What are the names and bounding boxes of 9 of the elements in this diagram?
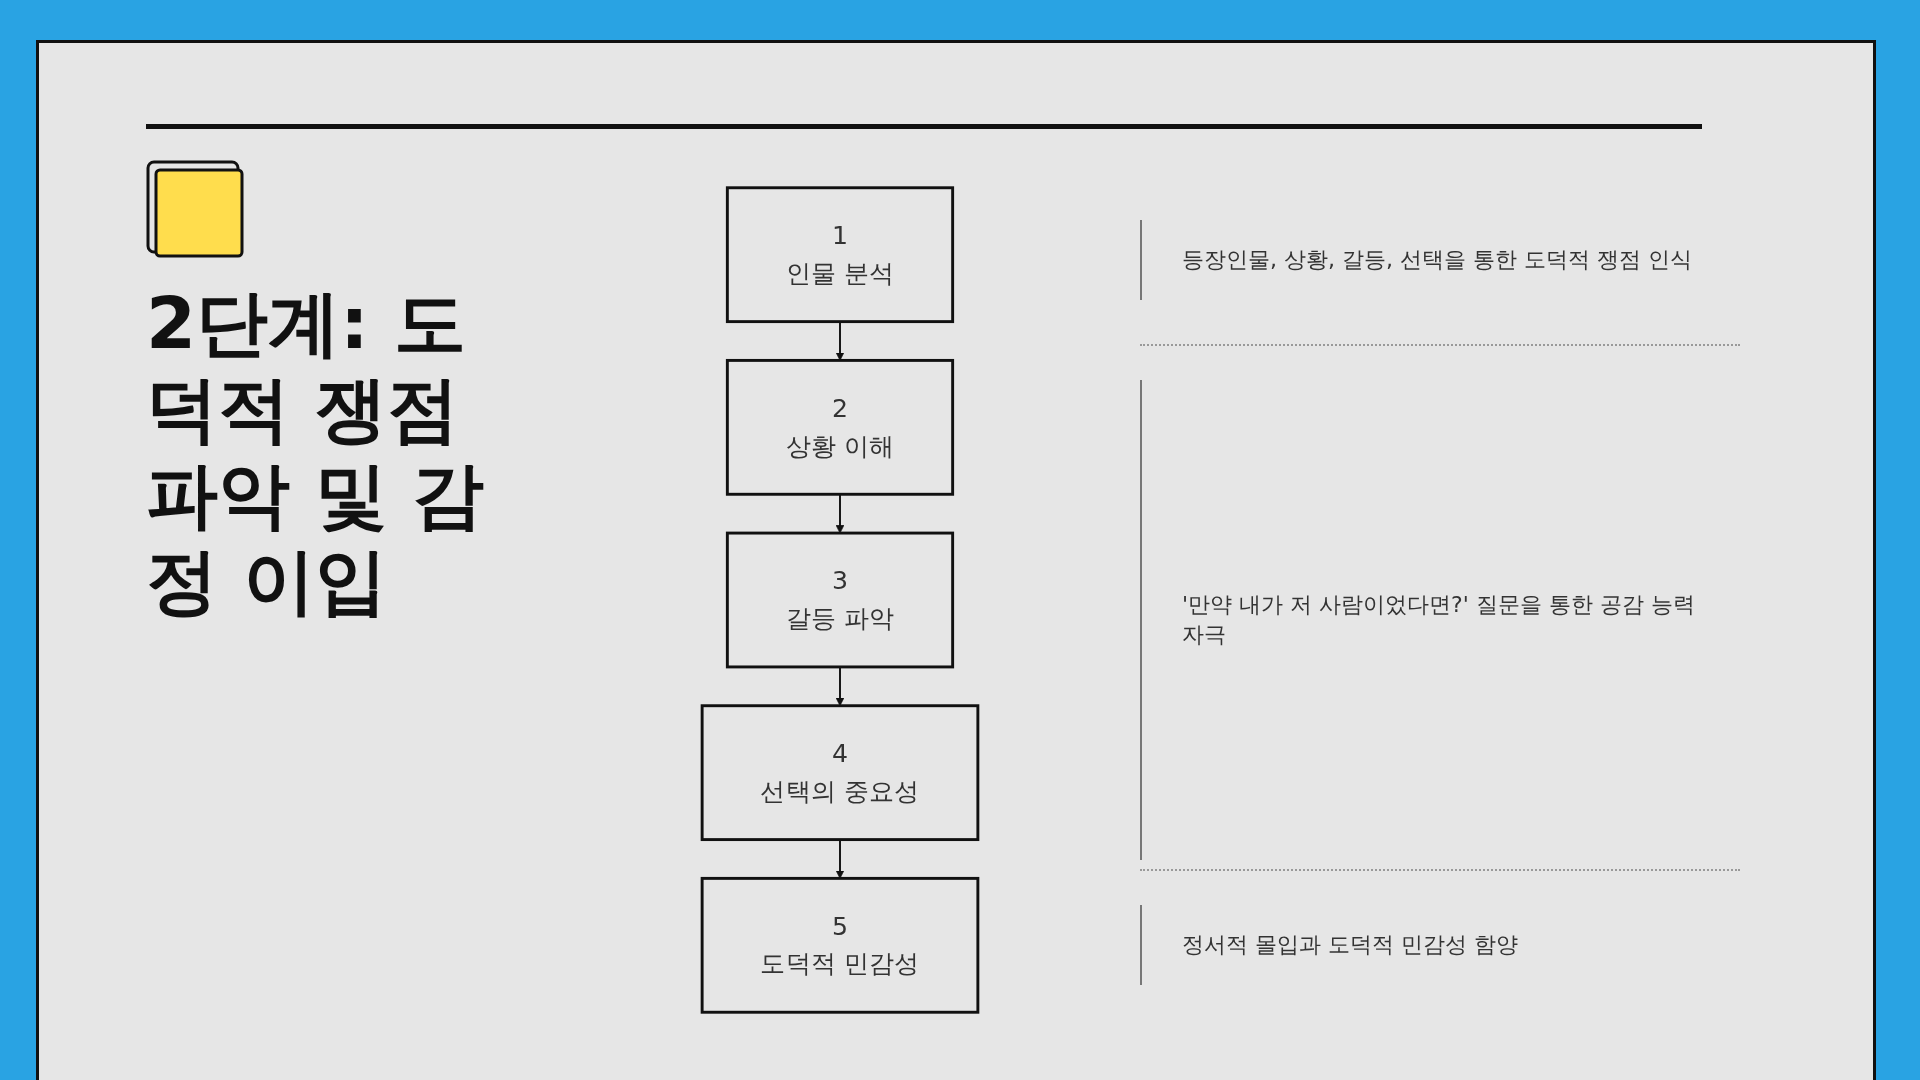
node-box: 3 갈등 파악 bbox=[725, 531, 955, 669]
title: 2단계: 도덕적 쟁점 파악 및 감정 이입 bbox=[146, 280, 486, 624]
note-text: 등장인물, 상황, 갈등, 선택을 통한 도덕적 쟁점 인식 bbox=[1182, 246, 1692, 274]
node-box: 2 상황 이해 bbox=[725, 358, 955, 496]
note-text: 정서적 몰입과 도덕적 민감성 함양 bbox=[1182, 931, 1518, 959]
note-text: '만약 내가 저 사람이었다면?' 질문을 통한 공감 능력 자극 bbox=[1182, 591, 1696, 649]
node-box: 4 선택의 중요성 bbox=[700, 704, 980, 842]
node-box: 1 인물 분석 bbox=[725, 186, 955, 324]
node-box: 5 도덕적 민감성 bbox=[700, 876, 980, 1014]
